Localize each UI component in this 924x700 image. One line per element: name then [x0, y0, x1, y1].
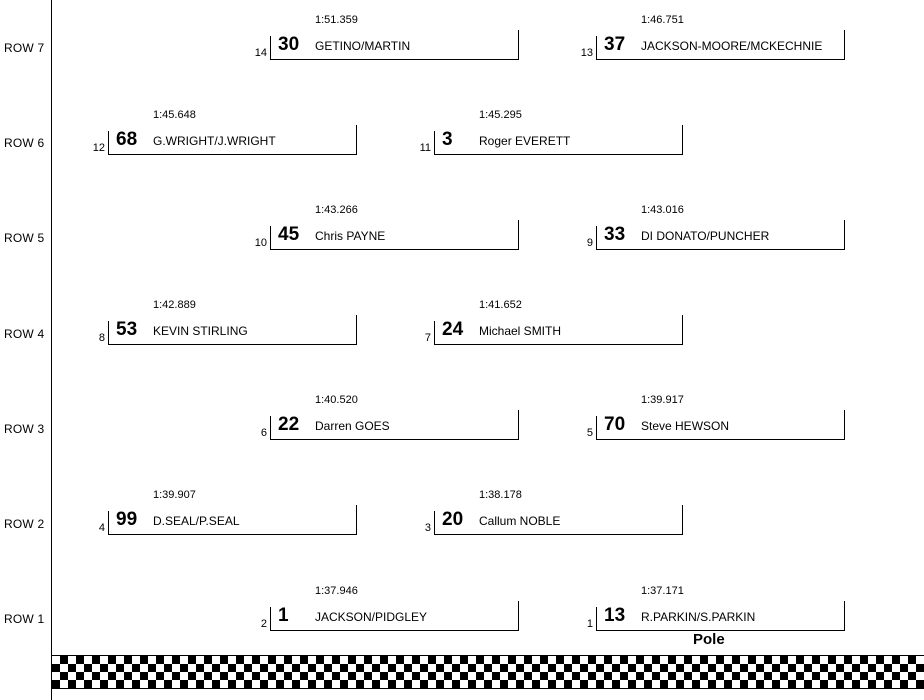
- grid-slot: 1:42.889 8 53 KEVIN STIRLING: [86, 293, 416, 349]
- car-number: 22: [278, 414, 300, 435]
- slot-box: [596, 220, 845, 250]
- car-number: 1: [278, 605, 289, 626]
- car-number: 53: [116, 319, 138, 340]
- slot-box: [270, 601, 519, 631]
- slot-box: [434, 505, 683, 535]
- slot-box: [434, 315, 683, 345]
- lap-time: 1:43.266: [315, 204, 358, 216]
- grid-position: 7: [424, 332, 431, 344]
- driver-name: G.WRIGHT/J.WRIGHT: [153, 134, 276, 148]
- lap-time: 1:51.359: [315, 14, 358, 26]
- grid-position: 10: [254, 237, 267, 249]
- grid-position: 9: [586, 237, 593, 249]
- pole-label: Pole: [693, 631, 725, 648]
- grid-slot: 1:40.520 6 22 Darren GOES: [248, 388, 578, 444]
- grid-slot: 1:45.295 11 3 Roger EVERETT: [412, 103, 742, 159]
- row-label: ROW 4: [4, 327, 45, 341]
- row-label: ROW 5: [4, 231, 45, 245]
- row-label: ROW 3: [4, 422, 45, 436]
- lap-time: 1:37.171: [641, 585, 684, 597]
- grid-slot: 1:51.359 14 30 GETINO/MARTIN: [248, 8, 578, 64]
- grid-slot: 1:39.907 4 99 D.SEAL/P.SEAL: [86, 483, 416, 539]
- grid-slot: 1:45.648 12 68 G.WRIGHT/J.WRIGHT: [86, 103, 416, 159]
- driver-name: JACKSON-MOORE/MCKECHNIE: [641, 39, 823, 53]
- grid-slot: 1:43.016 9 33 DI DONATO/PUNCHER: [574, 198, 904, 254]
- grid-position: 14: [254, 47, 267, 59]
- slot-box: [434, 125, 683, 155]
- lap-time: 1:42.889: [153, 299, 196, 311]
- driver-name: R.PARKIN/S.PARKIN: [641, 610, 756, 624]
- grid-position: 3: [424, 522, 431, 534]
- lap-time: 1:40.520: [315, 394, 358, 406]
- row-label: ROW 7: [4, 41, 45, 55]
- car-number: 20: [442, 509, 464, 530]
- lap-time: 1:46.751: [641, 14, 684, 26]
- grid-slot: 1:46.751 13 37 JACKSON-MOORE/MCKECHNIE: [574, 8, 904, 64]
- slot-box: [108, 125, 357, 155]
- lap-time: 1:41.652: [479, 299, 522, 311]
- slot-box: [596, 410, 845, 440]
- slot-box: [108, 315, 357, 345]
- grid-slot: 1:43.266 10 45 Chris PAYNE: [248, 198, 578, 254]
- driver-name: Michael SMITH: [479, 324, 562, 338]
- driver-name: JACKSON/PIDGLEY: [315, 610, 428, 624]
- slot-box: [270, 220, 519, 250]
- car-number: 30: [278, 34, 300, 55]
- slot-box: [270, 410, 519, 440]
- lap-time: 1:45.295: [479, 109, 522, 121]
- driver-name: Roger EVERETT: [479, 134, 571, 148]
- driver-name: Chris PAYNE: [315, 229, 386, 243]
- slot-box: [108, 505, 357, 535]
- grid-slot: 1:41.652 7 24 Michael SMITH: [412, 293, 742, 349]
- car-number: 33: [604, 224, 626, 245]
- grid-position: 12: [92, 142, 105, 154]
- grid-position: 11: [419, 142, 431, 154]
- driver-name: D.SEAL/P.SEAL: [153, 514, 240, 528]
- driver-name: Callum NOBLE: [479, 514, 561, 528]
- row-label: ROW 6: [4, 136, 45, 150]
- lap-time: 1:45.648: [153, 109, 196, 121]
- car-number: 3: [442, 129, 453, 150]
- lap-time: 1:43.016: [641, 204, 684, 216]
- grid-slot: 1:39.917 5 70 Steve HEWSON: [574, 388, 904, 444]
- grid-left-border: [51, 0, 52, 700]
- grid-position: 1: [586, 618, 593, 630]
- grid-slot: 1:37.946 2 1 JACKSON/PIDGLEY: [248, 579, 578, 635]
- grid-position: 5: [586, 427, 593, 439]
- driver-name: Steve HEWSON: [641, 419, 730, 433]
- row-label: ROW 1: [4, 612, 45, 626]
- slot-box: [596, 601, 845, 631]
- car-number: 70: [604, 414, 626, 435]
- checkered-flag-band: [52, 655, 924, 689]
- driver-name: Darren GOES: [315, 419, 390, 433]
- grid-position: 2: [260, 618, 267, 630]
- lap-time: 1:38.178: [479, 489, 522, 501]
- driver-name: DI DONATO/PUNCHER: [641, 229, 770, 243]
- grid-position: 6: [260, 427, 267, 439]
- car-number: 13: [604, 605, 626, 626]
- slot-box: [596, 30, 845, 60]
- grid-position: 4: [98, 522, 105, 534]
- car-number: 37: [604, 34, 626, 55]
- grid-position: 8: [98, 332, 105, 344]
- driver-name: KEVIN STIRLING: [153, 324, 248, 338]
- lap-time: 1:39.917: [641, 394, 684, 406]
- lap-time: 1:39.907: [153, 489, 196, 501]
- car-number: 45: [278, 224, 300, 245]
- row-label: ROW 2: [4, 517, 45, 531]
- grid-slot: 1:38.178 3 20 Callum NOBLE: [412, 483, 742, 539]
- grid-slot: 1:37.171 1 13 R.PARKIN/S.PARKIN: [574, 579, 904, 635]
- car-number: 68: [116, 129, 138, 150]
- car-number: 99: [116, 509, 138, 530]
- car-number: 24: [442, 319, 464, 340]
- driver-name: GETINO/MARTIN: [315, 39, 411, 53]
- lap-time: 1:37.946: [315, 585, 358, 597]
- grid-position: 13: [580, 47, 593, 59]
- slot-box: [270, 30, 519, 60]
